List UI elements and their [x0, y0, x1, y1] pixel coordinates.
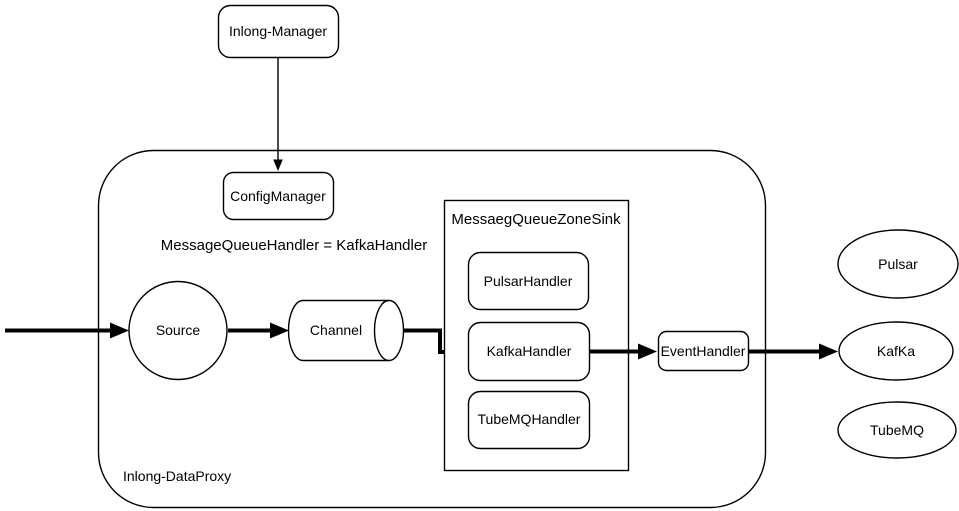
config-manager-node: ConfigManager — [222, 171, 335, 221]
tubemq-target-ellipse — [837, 401, 957, 459]
dataproxy-container-label: Inlong-DataProxy — [123, 468, 231, 484]
config-manager-label: ConfigManager — [230, 188, 326, 204]
tubemq-target-node: TubeMQ — [837, 401, 957, 459]
pulsar-handler-box — [467, 251, 590, 311]
channel-cylinder-body — [287, 299, 389, 362]
sink-group-title: MessaegQueueZoneSink — [451, 211, 621, 228]
inlong-manager-label: Inlong-Manager — [229, 23, 327, 39]
source-circle — [128, 280, 228, 381]
pulsar-target-node: Pulsar — [837, 229, 959, 299]
arrow-eventhandler-to-kafka — [748, 343, 838, 360]
event-handler-label: EventHandler — [661, 343, 746, 359]
channel-cylinder-cap — [373, 299, 405, 362]
kafka-target-node: KafKa — [838, 321, 954, 381]
kafka-target-label: KafKa — [877, 343, 915, 359]
source-node: Source — [128, 280, 228, 381]
pulsar-target-ellipse — [837, 229, 959, 299]
kafka-target-ellipse — [838, 321, 954, 381]
sink-group: MessaegQueueZoneSink PulsarHandler Kafka… — [443, 199, 630, 472]
arrow-input-to-source-head — [110, 322, 129, 339]
kafka-handler-box — [467, 321, 591, 382]
arrow-kafkahandler-to-eventhandler — [590, 343, 657, 360]
arrow-manager-to-configmanager — [273, 57, 283, 171]
arrow-eventhandler-to-kafka-head — [819, 343, 838, 360]
kafka-handler-label: KafkaHandler — [487, 343, 572, 359]
tubemq-target-label: TubeMQ — [870, 422, 924, 438]
tubemq-handler-label: TubeMQHandler — [478, 411, 581, 427]
pulsar-target-label: Pulsar — [878, 256, 918, 272]
channel-label: Channel — [310, 322, 362, 338]
channel-node: Channel — [287, 299, 405, 362]
annotation-text: MessageQueueHandler = KafkaHandler — [161, 237, 427, 254]
source-label: Source — [156, 322, 201, 338]
arrow-input-to-source — [5, 322, 129, 339]
event-handler-node: EventHandler — [657, 330, 750, 372]
arrow-source-to-channel-head — [270, 322, 289, 339]
config-manager-box — [222, 171, 335, 221]
arrow-source-to-channel — [228, 322, 289, 339]
inlong-manager-node: Inlong-Manager — [217, 4, 340, 59]
arrow-kafkahandler-to-eventhandler-head — [638, 343, 657, 360]
arrow-manager-to-configmanager-head — [273, 159, 283, 171]
tubemq-handler-box — [467, 390, 591, 450]
pulsar-handler-label: PulsarHandler — [484, 273, 573, 289]
